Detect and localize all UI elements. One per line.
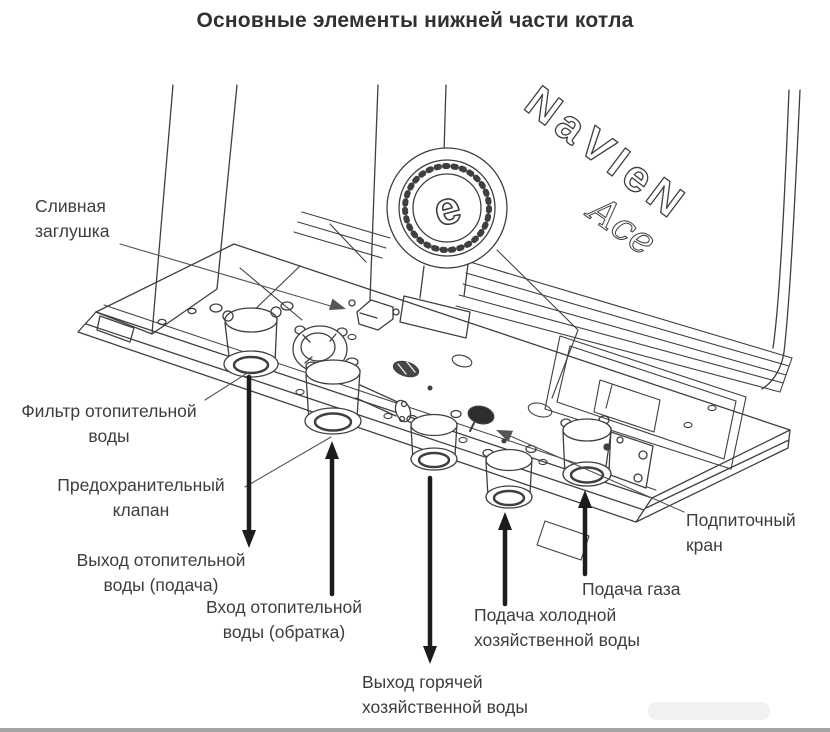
makeup-valve-knob [467,405,495,432]
return-connection [304,357,412,435]
label-makeup-valve: Подпиточный кран [686,510,796,555]
arrow-cold-inlet [498,512,512,607]
label-dhw-outlet: Выход горячей хозяйственной воды [362,672,528,717]
flue-duct [369,84,447,301]
arrow-gas-supply [578,490,592,577]
left-side-panel [95,84,238,343]
watermark-blob [648,702,770,720]
leader-lines [119,243,685,513]
drain-plug-shape [348,299,400,331]
page-title: Основные элементы нижней части котла [196,9,634,32]
label-heating-water-inlet: Вход отопительной воды (обратка) [205,597,363,642]
bottom-divider-bar [0,728,830,732]
label-heating-water-outlet: Выход отопительной воды (подача) [76,550,246,595]
inner-frame-opening [544,335,747,470]
label-gas-supply: Подача газа [582,579,681,599]
label-safety-valve: Предохранительный клапан [57,475,225,520]
vent-louvers [293,211,793,393]
label-drain-plug: Сливная заглушка [35,196,110,241]
arrow-dhw-outlet [423,475,437,664]
pump-icon: e [386,147,508,339]
front-panel-edge [761,89,801,390]
cold-in-connection [482,444,537,509]
arrow-heating-inlet [325,441,339,597]
dhw-out-connection [406,409,462,471]
annotation-arrows [242,374,592,664]
label-cold-water-inlet: Подача холодной хозяйственной воды [474,605,640,650]
filter-connection [209,301,294,378]
arrow-heating-outlet [242,374,256,548]
gas-connection [560,415,654,489]
label-heating-water-filter: Фильтр отопительной воды [21,401,197,446]
